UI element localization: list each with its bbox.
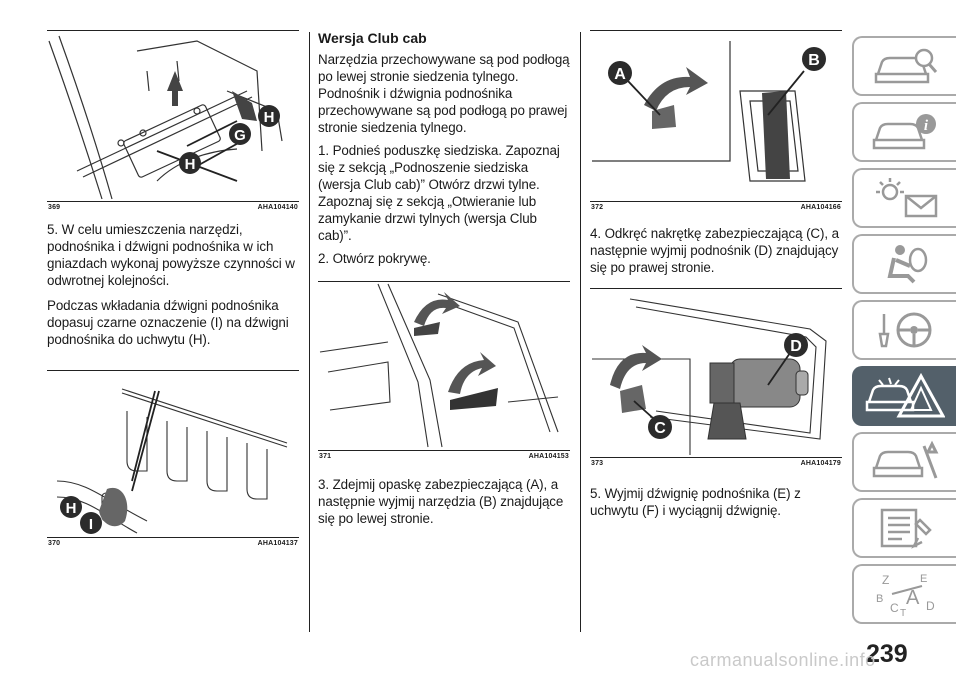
figure-code: AHA104153 [528,453,569,460]
paragraph: 3. Zdejmij opaskę zabezpieczającą (A), a… [318,477,564,526]
car-hazard-triangle-icon [865,372,945,418]
column-separator [309,32,310,632]
tab-alphabetical-index[interactable]: Z E B A C T D [852,564,956,624]
car-maintenance-icon [872,440,939,479]
figure-caption: 369 AHA104140 [47,202,299,211]
figure-number: 371 [319,453,332,460]
tab-car-info[interactable]: i [852,102,956,162]
specifications-list-icon [880,508,932,549]
figure-caption: 371 AHA104153 [318,451,570,460]
paragraph: 1. Podnieś poduszkę siedziska. Zapoznaj … [318,143,560,243]
figure-373-drawing: D C [592,298,827,455]
figure-370-drawing: H I [56,388,288,534]
label-text: G [234,127,246,144]
figure-code: AHA104179 [800,460,841,467]
paragraph: 4. Odkręć nakrętkę zabezpieczającą (C), … [590,226,839,275]
figure-caption: 372 AHA104166 [590,202,842,211]
page-number: 239 [866,640,908,668]
jack-shape [707,358,809,440]
figure-373: D C [590,288,842,458]
figure-number: 373 [591,460,604,467]
paragraph: Podczas wkładania dźwigni podnośnika dop… [47,298,289,347]
index-letter: D [926,599,935,613]
figure-label-d: D [784,333,808,357]
column-left: H G H 369 AHA104140 5. W celu umieszczen… [47,30,299,547]
car-info-icon: i [872,114,936,150]
index-letter: B [876,593,883,605]
tab-specifications[interactable] [852,498,956,558]
figure-label-a: A [608,61,632,85]
paragraph: 5. W celu umieszczenia narzędzi, podnośn… [47,222,295,288]
tab-airbag-seat[interactable] [852,234,956,294]
column-right: A B 372 AHA104166 4. Odkręć nakrętkę zab… [590,30,842,519]
label-text: H [66,500,77,517]
section-heading: Wersja Club cab [318,30,427,46]
figure-372-drawing: A B [592,41,826,182]
index-letter: T [900,608,906,618]
svg-text:i: i [924,118,929,134]
index-letter: Z [882,573,889,587]
label-text: C [654,420,666,437]
index-letter: A [906,587,920,609]
label-text: D [790,338,802,355]
index-letter: E [920,573,927,585]
tab-emergency[interactable] [852,366,956,426]
paragraph: Narzędzia przechowywane są pod podłogą p… [318,52,570,135]
figure-label-c: C [648,415,672,439]
label-text: A [614,66,626,83]
paragraph: 5. Wyjmij dźwignię podnośnika (E) z uchw… [590,486,801,518]
figure-number: 370 [48,540,61,547]
index-letter: C [890,601,899,615]
figure-label-h: H [60,496,82,518]
paragraph: 2. Otwórz pokrywę. [318,251,431,266]
airbag-seat-icon [887,245,928,284]
column-middle: Wersja Club cab Narzędzia przechowywane … [318,30,570,527]
label-text: H [264,109,275,126]
chapter-tabs: i [852,36,956,630]
figure-371-drawing [319,283,559,448]
figure-number: 372 [591,204,604,211]
figure-caption: 373 AHA104179 [590,458,842,467]
label-text: B [808,52,820,69]
figure-372: A B [590,30,842,202]
figure-code: AHA104166 [800,204,841,211]
figure-label-i: I [80,512,102,534]
tab-steering-wheel[interactable] [852,300,956,360]
figure-number: 369 [48,204,61,211]
column-separator [580,32,581,632]
figure-label-g: G [229,123,251,145]
figure-369: H G H [47,30,299,202]
tab-warning-lights[interactable] [852,168,956,228]
label-text: I [89,516,93,533]
figure-label-h-lower: H [179,152,201,174]
figure-code: AHA104140 [257,204,298,211]
figure-label-b: B [802,47,826,71]
figure-369-drawing: H G H [48,35,283,200]
alphabet-index-icon: Z E B A C T D [876,573,935,618]
figure-label-h-upper: H [258,105,280,127]
figure-371 [318,281,570,451]
tab-car-search[interactable] [852,36,956,96]
figure-caption: 370 AHA104137 [47,538,299,547]
warning-lights-mail-icon [876,178,938,218]
label-text: H [185,156,196,173]
watermark: carmanualsonline.info [690,650,876,670]
tab-maintenance[interactable] [852,432,956,492]
steering-wheel-icon [878,312,932,348]
figure-370: H I [47,370,299,538]
figure-code: AHA104137 [257,540,298,547]
car-search-icon [874,48,938,84]
